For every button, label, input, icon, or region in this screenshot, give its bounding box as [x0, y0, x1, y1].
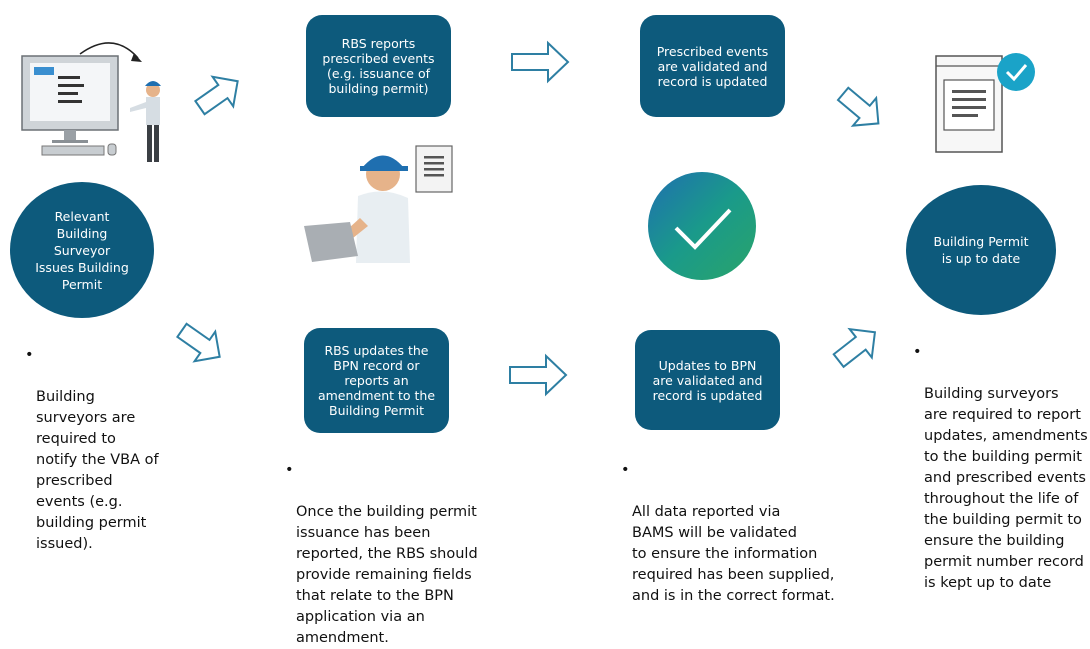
updated-document-icon	[935, 53, 1035, 153]
note-middle: • Once the building permit issuance has …	[285, 460, 496, 649]
note-right-text: Building surveyors are required to repor…	[924, 386, 1088, 591]
worker-laptop-icon	[304, 145, 453, 263]
note-left: • Building surveyors are required to not…	[25, 345, 166, 555]
arrow-4	[175, 322, 221, 363]
step-prescribed-validated: Prescribed events are validated and reco…	[640, 15, 785, 117]
validated-check-icon	[648, 172, 756, 280]
arrow-3	[836, 86, 880, 127]
step-updates-validated: Updates to BPN are validated and record …	[635, 330, 780, 430]
flow-arrows	[175, 40, 880, 397]
arrow-6	[832, 327, 877, 369]
note-left-text: Building surveyors are required to notif…	[36, 389, 159, 552]
surveyor-issues-circle: Relevant Building Surveyor Issues Buildi…	[10, 182, 154, 318]
bullet: •	[621, 462, 630, 478]
note-center: • All data reported via BAMS will be val…	[621, 460, 847, 607]
bullet: •	[913, 344, 922, 360]
arrow-5	[509, 353, 568, 397]
bullet: •	[285, 462, 294, 478]
arrow-2	[511, 40, 570, 84]
permit-up-to-date-circle: Building Permit is up to date	[906, 185, 1056, 315]
step-rbs-updates: RBS updates the BPN record or reports an…	[304, 328, 449, 433]
note-middle-text: Once the building permit issuance has be…	[296, 504, 478, 646]
arrow-1	[193, 75, 239, 116]
note-right: • Building surveyors are required to rep…	[913, 342, 1089, 594]
surveyor-computer-icon	[21, 42, 161, 162]
bullet: •	[25, 347, 34, 363]
note-center-text: All data reported via BAMS will be valid…	[632, 504, 835, 604]
step-rbs-reports: RBS reports prescribed events (e.g. issu…	[306, 15, 451, 117]
